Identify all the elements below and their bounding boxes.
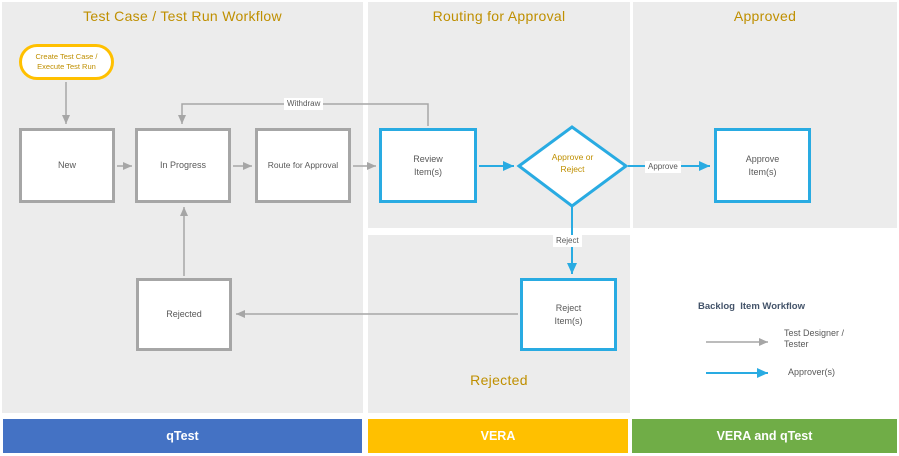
section-title-approved: Approved <box>733 8 797 24</box>
section-title-test-case-workflow: Test Case / Test Run Workflow <box>83 8 282 24</box>
edge-label-reject: Reject <box>553 235 582 247</box>
node-approve-or-reject-label: Approve or Reject <box>551 152 594 174</box>
legend-title: Backlog Item Workflow <box>698 301 805 312</box>
node-review-items: Review Item(s) <box>379 128 477 203</box>
footer-bar-vera: VERA <box>368 419 628 453</box>
node-approve-items: Approve Item(s) <box>714 128 811 203</box>
node-reject-items: Reject Item(s) <box>520 278 617 351</box>
edge-label-withdraw: Withdraw <box>284 98 324 110</box>
node-rejected: Rejected <box>136 278 232 351</box>
footer-bar-vera-and-qtest: VERA and qTest <box>632 419 897 453</box>
legend-label-approver: Approver(s) <box>788 367 836 377</box>
node-route-for-approval: Route for Approval <box>255 128 351 203</box>
edge-label-approve: Approve <box>645 161 681 173</box>
node-new: New <box>19 128 115 203</box>
section-title-routing-for-approval: Routing for Approval <box>432 8 566 24</box>
footer-bar-qtest: qTest <box>3 419 362 453</box>
rejected-zone-label: Rejected <box>470 372 528 388</box>
node-create-test-case: Create Test Case / Execute Test Run <box>19 44 114 80</box>
node-in-progress: In Progress <box>135 128 231 203</box>
legend-label-tester: Test Designer / Tester <box>784 328 845 350</box>
